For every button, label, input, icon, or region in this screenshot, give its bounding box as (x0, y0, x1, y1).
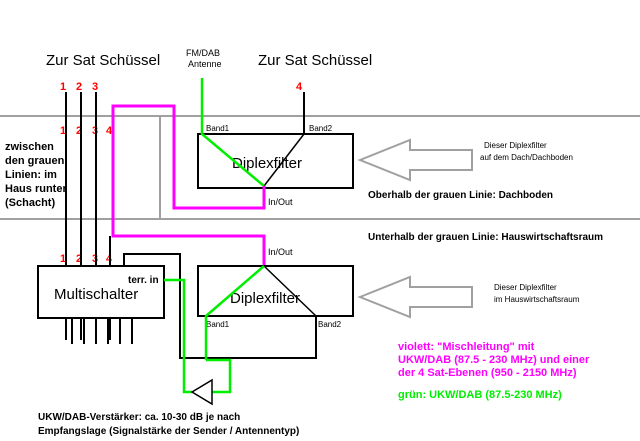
fm-dab-label-antenne: Antenne (188, 59, 222, 69)
green-amp-loop (206, 358, 232, 394)
shaft-note-line-5: (Schacht) (5, 197, 55, 209)
cable-number-top-1: 1 (60, 81, 66, 93)
cable-number-low-1: 1 (60, 253, 66, 265)
terr-in-label: terr. in (128, 275, 159, 286)
shaft-note-line-4: Haus runter (5, 183, 67, 195)
multischalter-box (37, 265, 165, 319)
violet-mixed-line (111, 104, 266, 266)
upper-note-line-2: auf dem Dach/Dachboden (480, 153, 573, 162)
upper-diplex-inout-label: In/Out (268, 197, 293, 207)
lower-note-arrow (357, 275, 473, 319)
band2-loop (123, 253, 317, 359)
upper-diplexfilter-box (197, 133, 354, 189)
amplifier-note-line-2: Empfangslage (Signalstärke der Sender / … (38, 426, 299, 437)
upper-diplexfilter-title: Diplexfilter (232, 155, 302, 172)
cable-number-top-2: 2 (76, 81, 82, 93)
multischalter-title: Multischalter (54, 286, 138, 303)
legend-violet-line-3: der 4 Sat-Ebenen (950 - 2150 MHz) (398, 367, 577, 379)
shaft-note-line-1: zwischen (5, 141, 54, 153)
upper-note-line-1: Dieser Diplexfilter (484, 141, 547, 150)
cable-number-mid-4: 4 (106, 125, 113, 137)
lower-diplex-band1-label: Band1 (206, 320, 230, 329)
cable-number-top-3: 3 (92, 81, 98, 93)
lower-diplex-band2-label: Band2 (318, 320, 342, 329)
shaft-note-line-3: Linien: im (5, 169, 57, 181)
green-terr-in-line (164, 278, 192, 394)
sat-dish-label-right: Zur Sat Schüssel (258, 52, 372, 69)
lower-diplexfilter-title: Diplexfilter (230, 290, 300, 307)
lower-note-line-1: Dieser Diplexfilter (494, 283, 557, 292)
upper-diplex-band2-label: Band2 (309, 124, 333, 133)
lower-diplex-inout-label: In/Out (268, 247, 293, 257)
legend-violet-line-1: violett: "Mischleitung" mit (398, 341, 535, 353)
upper-note-arrow (357, 138, 473, 182)
cable-number-right-4: 4 (296, 81, 303, 93)
cable-number-mid-1: 1 (60, 125, 66, 137)
sat-dish-label-left: Zur Sat Schüssel (46, 52, 160, 69)
green-antenna-feed (200, 78, 265, 187)
upper-diplex-band1-label: Band1 (206, 124, 230, 133)
lower-diplex-internal-band2 (263, 265, 317, 317)
amplifier-icon (190, 378, 213, 406)
upper-diplex-internal-band2 (263, 133, 305, 187)
lower-diplexfilter-box (197, 265, 354, 317)
legend-green: grün: UKW/DAB (87.5-230 MHz) (398, 389, 562, 401)
amplifier-note-line-1: UKW/DAB-Verstärker: ca. 10-30 dB je nach (38, 412, 240, 423)
fm-dab-label: FM/DAB (186, 48, 220, 58)
shaft-note-line-2: den grauen (5, 155, 65, 167)
cable-number-low-2: 2 (76, 253, 82, 265)
lower-note-line-2: im Hauswirtschaftsraum (494, 295, 580, 304)
legend-violet-line-2: UKW/DAB (87.5 - 230 MHz) und einer (398, 354, 590, 366)
green-band1-to-amp (204, 265, 265, 360)
cable-number-mid-2: 2 (76, 125, 82, 137)
zone-label-above: Oberhalb der grauen Linie: Dachboden (368, 190, 553, 201)
zone-label-below: Unterhalb der grauen Linie: Hauswirtscha… (368, 232, 603, 243)
